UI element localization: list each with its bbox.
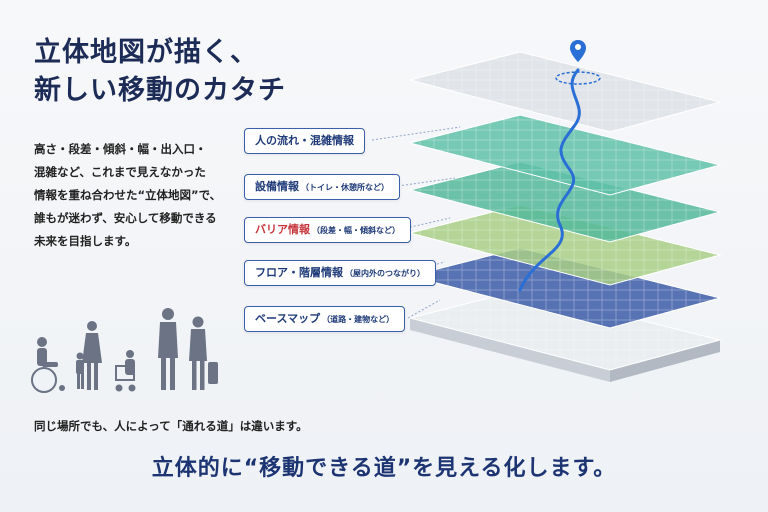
- traveler-with-suitcase-icon: [189, 316, 218, 390]
- layer-label-facilities: 設備情報（トイレ・休憩所など）: [244, 174, 400, 200]
- layer-label-crowd: 人の流れ・混雑情報: [244, 128, 365, 154]
- headline-line-2: 新しい移動のカタチ: [34, 75, 286, 106]
- note-text: 同じ場所でも、人によって「通れる道」は違います。: [34, 419, 308, 433]
- layer-label-main: フロア・階層情報: [255, 266, 343, 279]
- layer-label-main: バリア情報: [255, 223, 310, 236]
- parent-with-child-icon: [76, 321, 102, 390]
- layer-label-sub: （屋内外のつながり）: [345, 269, 425, 278]
- location-pin-icon: [570, 40, 586, 62]
- layer-label-sub: （段差・幅・傾斜など）: [312, 226, 400, 235]
- people-illustration: [31, 308, 218, 393]
- route-line: [518, 68, 581, 292]
- description-line: 未来を目指します。: [34, 234, 137, 248]
- description-line: 高さ・段差・傾斜・幅・出入口・: [34, 142, 207, 156]
- tagline: 立体的に“移動できる道”を見える化します。: [151, 456, 617, 481]
- layer-label-main: ベースマップ: [255, 312, 321, 325]
- headline: 立体地図が描く、 新しい移動のカタチ: [34, 34, 286, 110]
- walking-person-icon: [158, 308, 178, 390]
- description-line: 誰もが迷わず、安心して移動できる: [34, 211, 217, 225]
- layer-label-floor: フロア・階層情報（屋内外のつながり）: [244, 260, 436, 286]
- stroller-user-icon: [115, 350, 136, 392]
- description-line: 情報を重ね合わせた“立体地図”で、: [34, 188, 222, 202]
- description: 高さ・段差・傾斜・幅・出入口・ 混雑など、これまで見えなかった 情報を重ね合わせ…: [34, 138, 254, 253]
- layer-label-sub: （道路・建物など）: [322, 315, 395, 324]
- layer-label-basemap: ベースマップ（道路・建物など）: [244, 306, 406, 332]
- description-line: 混雑など、これまで見えなかった: [34, 165, 206, 179]
- headline-line-1: 立体地図が描く、: [34, 37, 258, 68]
- wheelchair-user-icon: [31, 337, 65, 393]
- layer-label-main: 人の流れ・混雑情報: [255, 134, 354, 147]
- layer-label-sub: （トイレ・休憩所など）: [301, 183, 389, 192]
- layer-label-barrier: バリア情報（段差・幅・傾斜など）: [244, 217, 411, 243]
- layer-label-main: 設備情報: [255, 180, 299, 193]
